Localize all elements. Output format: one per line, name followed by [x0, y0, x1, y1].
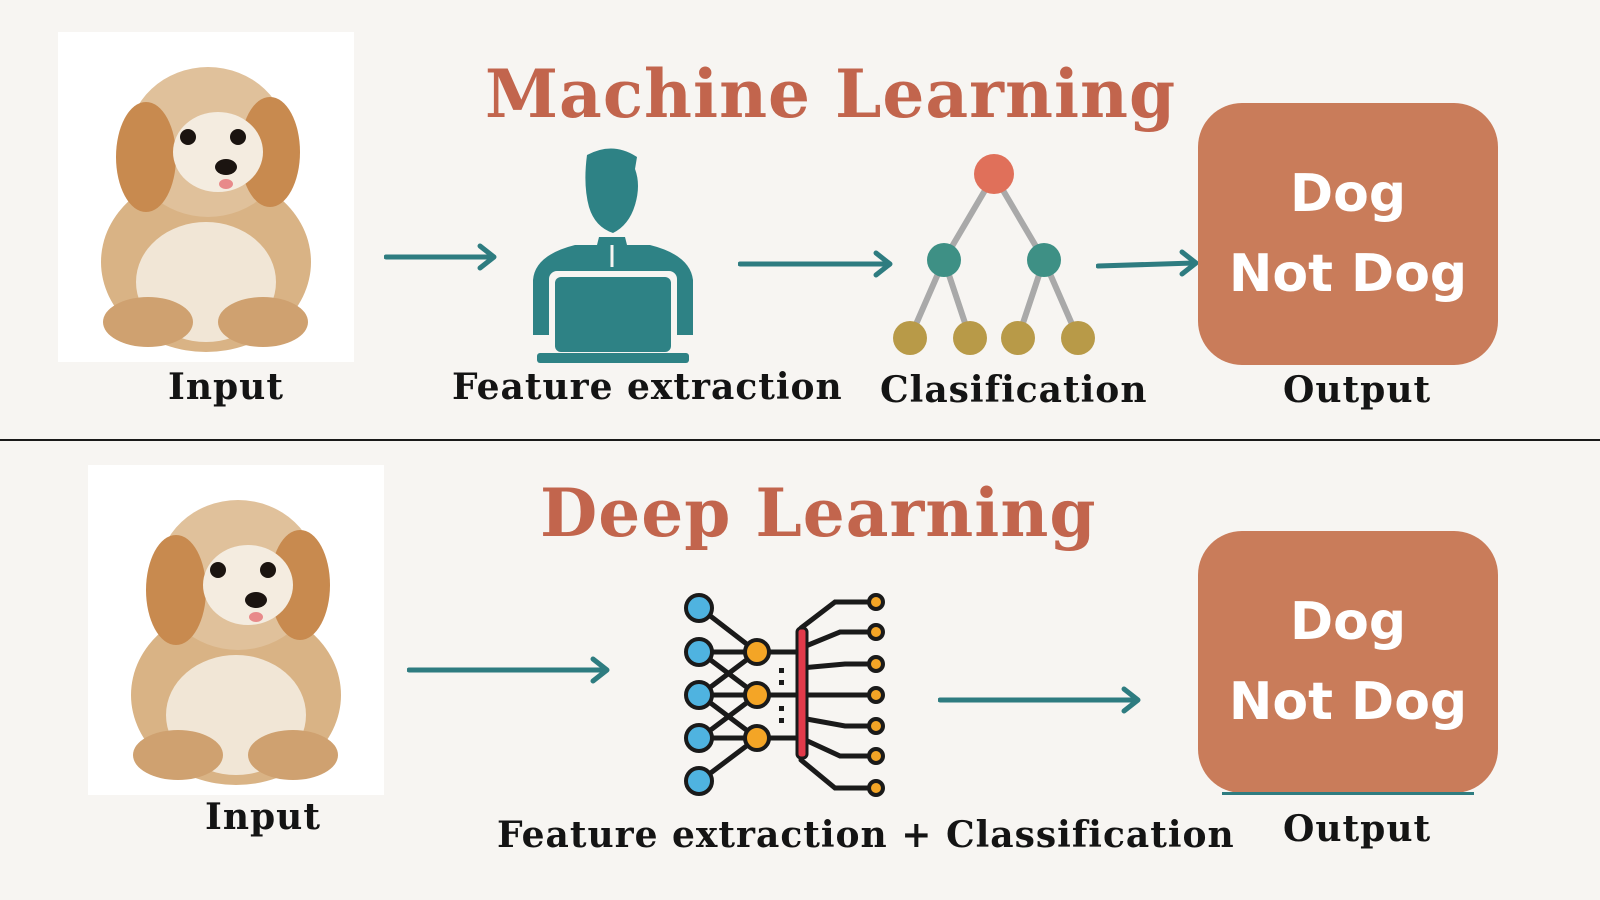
ml-feature-label: Feature extraction — [452, 366, 843, 408]
neural-network-icon — [684, 593, 885, 797]
dl-arrow-2 — [938, 686, 1141, 714]
ml-arrow-1 — [384, 243, 497, 271]
dl-output-not-dog: Not Dog — [1228, 672, 1468, 732]
dl-output-label: Output — [1283, 808, 1432, 850]
dl-process-label: Feature extraction + Classification — [497, 814, 1235, 856]
dog-illustration — [131, 500, 341, 785]
ml-dog-photo — [58, 32, 354, 362]
ml-arrow-3 — [1096, 249, 1199, 277]
ml-output-label: Output — [1283, 369, 1432, 411]
ml-input-label: Input — [168, 366, 284, 408]
ml-output-box: Dog Not Dog — [1198, 103, 1498, 365]
dl-output-dog: Dog — [1289, 592, 1407, 652]
ml-arrow-2 — [738, 250, 893, 278]
dl-arrow-1 — [407, 656, 610, 684]
dl-output-box: Dog Not Dog — [1198, 531, 1498, 793]
ml-title: Machine Learning — [485, 55, 1177, 133]
decision-tree-icon — [893, 154, 1095, 355]
person-laptop-icon — [533, 148, 693, 363]
dl-output-underline — [1222, 792, 1474, 795]
dog-illustration — [101, 67, 311, 352]
section-divider — [0, 439, 1600, 441]
ml-output-not-dog: Not Dog — [1228, 244, 1468, 304]
ml-classification-label: Clasification — [880, 369, 1148, 411]
dl-title: Deep Learning — [540, 474, 1097, 552]
ml-output-dog: Dog — [1289, 164, 1407, 224]
dl-dog-photo — [88, 465, 384, 795]
dl-input-label: Input — [205, 796, 321, 838]
